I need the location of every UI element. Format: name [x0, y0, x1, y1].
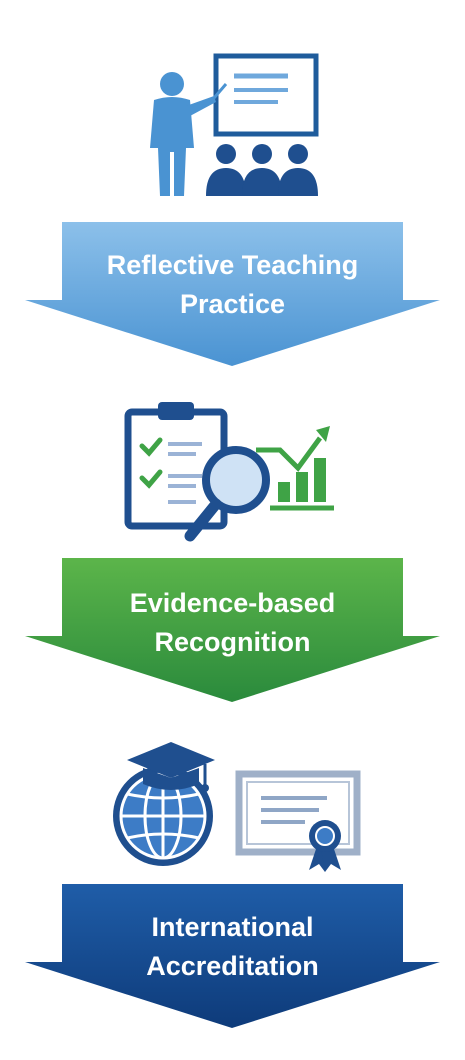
step-1-arrow: Reflective Teaching Practice — [0, 222, 465, 368]
step-1-label-line-1: Reflective Teaching — [106, 250, 359, 280]
step-3-label-line-1: International — [151, 912, 314, 942]
step-3-label: International Accreditation — [60, 908, 405, 986]
step-2-arrow: Evidence-based Recognition — [0, 558, 465, 704]
step-1-label-line-2: Practice — [179, 289, 286, 319]
step-2-label: Evidence-based Recognition — [60, 584, 405, 662]
step-3-arrow: International Accreditation — [0, 884, 465, 1030]
step-3-label-line-2: Accreditation — [146, 951, 319, 981]
clipboard-analytics-icon — [120, 398, 345, 548]
graduation-globe-certificate-icon — [105, 734, 365, 874]
step-2-label-line-1: Evidence-based — [129, 588, 336, 618]
step-2-label-line-2: Recognition — [154, 627, 311, 657]
teacher-presentation-icon — [130, 40, 340, 200]
step-1-label: Reflective Teaching Practice — [60, 246, 405, 324]
